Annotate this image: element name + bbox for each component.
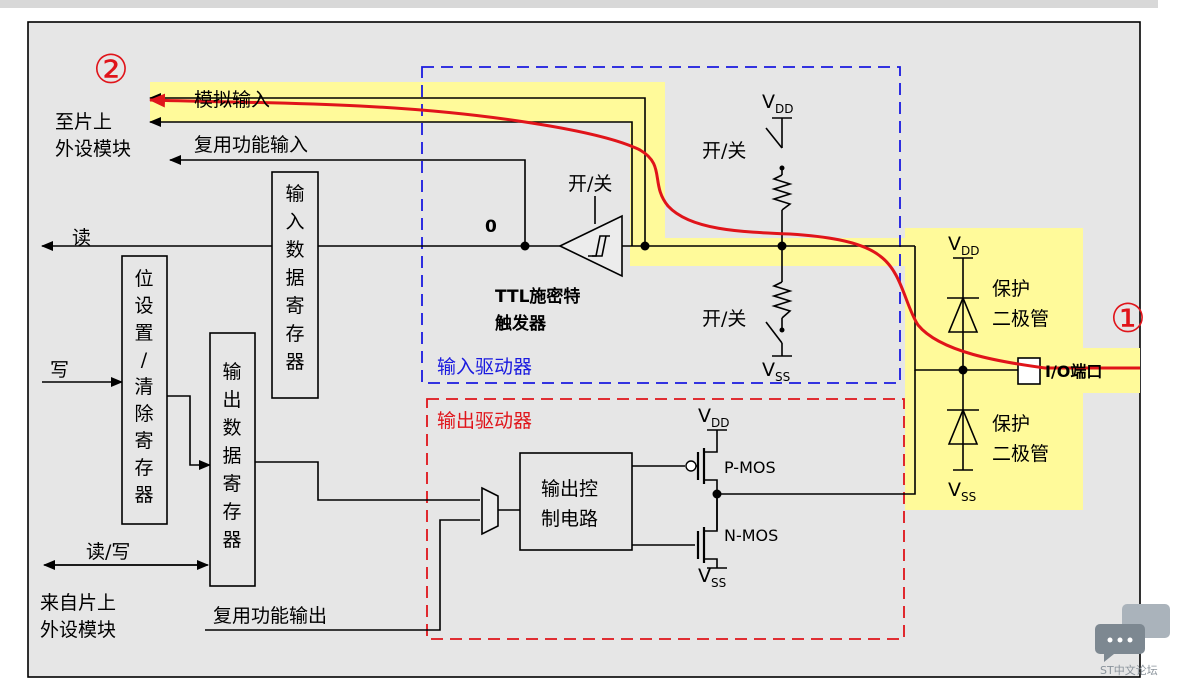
from-peripheral-label-line: 外设模块 bbox=[40, 619, 116, 641]
from-peripheral-label: 来自片上外设模块 bbox=[40, 592, 116, 641]
nmos-label: N-MOS bbox=[724, 526, 778, 545]
input-data-register-box bbox=[271, 171, 319, 399]
watermark-text: ST中文论坛 bbox=[1100, 663, 1158, 677]
bit-set-reset-register-label-char: 置 bbox=[134, 322, 153, 344]
input-data-register-label-char: 数 bbox=[285, 239, 304, 261]
output-control-box bbox=[519, 452, 633, 551]
output-control-label: 输出控制电路 bbox=[541, 478, 598, 530]
output-data-register-label-char: 存 bbox=[222, 501, 241, 523]
input-data-register-label-char: 输 bbox=[285, 183, 304, 205]
bit-set-reset-register-label-char: 寄 bbox=[134, 430, 153, 452]
protect-diode-top-label: 保护二极管 bbox=[992, 278, 1049, 330]
bit-set-reset-register-label-char: 存 bbox=[134, 457, 153, 479]
from-peripheral-label-line: 来自片上 bbox=[40, 592, 116, 614]
chat-bubble-icon bbox=[1095, 604, 1170, 662]
nmos-vss-label: VSS bbox=[698, 565, 726, 590]
to-peripheral-label: 至片上外设模块 bbox=[55, 111, 131, 160]
protect-diode-bottom-label-line: 保护 bbox=[992, 413, 1030, 435]
ttl-schmitt-label-line: TTL施密特 bbox=[495, 286, 580, 307]
pulldown-vss-label: VSS bbox=[762, 359, 790, 384]
output-data-register-label: 输出数据寄存器 bbox=[222, 361, 241, 551]
input-data-register-label: 输入数据寄存器 bbox=[285, 183, 304, 373]
ttl-schmitt-label-line: 触发器 bbox=[494, 313, 547, 334]
alt-func-output-label: 复用功能输出 bbox=[213, 605, 327, 627]
protect-diode-bottom-label-line: 二极管 bbox=[992, 443, 1049, 465]
bit-set-reset-register-label: 位设置 / 清除寄存器 bbox=[134, 268, 153, 506]
pullup-resistor bbox=[771, 174, 793, 211]
output-mux-icon bbox=[481, 486, 499, 536]
pulldown-resistor bbox=[771, 281, 793, 319]
analog-signal-path bbox=[149, 93, 1140, 370]
marker-input: ② bbox=[93, 47, 129, 93]
pullup-on-off-label: 开/关 bbox=[702, 140, 746, 162]
bit-set-reset-register-label-char: / bbox=[141, 349, 148, 371]
output-data-register-label-char: 器 bbox=[222, 529, 241, 551]
input-data-register-label-char: 存 bbox=[285, 323, 304, 345]
pullup-switch bbox=[765, 127, 785, 171]
input-data-register-label-char: 据 bbox=[285, 267, 304, 289]
write-label: 写 bbox=[50, 359, 69, 381]
pmos-gate-bubble bbox=[685, 460, 697, 472]
protect-diode-top-label-line: 保护 bbox=[992, 278, 1030, 300]
input-data-register-label-char: 器 bbox=[285, 351, 304, 373]
bit-set-reset-register-label-char: 除 bbox=[134, 403, 153, 425]
pulldown-on-off-label: 开/关 bbox=[702, 308, 746, 330]
bit-set-reset-register-label-char: 清 bbox=[134, 376, 153, 398]
ttl-schmitt-label: TTL施密特触发器 bbox=[494, 286, 580, 334]
bit-set-reset-register-box bbox=[121, 255, 168, 525]
analog-input-label: 模拟输入 bbox=[194, 89, 270, 111]
pullup-vdd-label: VDD bbox=[762, 91, 793, 116]
marker-output: ① bbox=[1110, 296, 1146, 342]
input-driver-label: 输入驱动器 bbox=[437, 356, 532, 378]
output-data-register-label-char: 输 bbox=[222, 361, 241, 383]
to-peripheral-label-line: 外设模块 bbox=[55, 138, 131, 160]
protection-diode-bottom-icon bbox=[947, 407, 979, 445]
io-port-label: I/O端口 bbox=[1045, 362, 1102, 381]
pmos-vdd-label: VDD bbox=[698, 405, 729, 430]
output-data-register-label-char: 寄 bbox=[222, 473, 241, 495]
output-control-label-line: 输出控 bbox=[541, 478, 598, 500]
bit-set-reset-register-label-char: 器 bbox=[134, 484, 153, 506]
output-data-register-box bbox=[209, 332, 256, 587]
io-port-pad bbox=[1017, 357, 1041, 385]
junction-dots bbox=[520, 241, 968, 499]
read-write-label: 读/写 bbox=[86, 541, 130, 563]
output-control-label-line: 制电路 bbox=[541, 508, 598, 530]
pulldown-switch bbox=[765, 321, 785, 344]
protect-diode-bottom-label: 保护二极管 bbox=[992, 413, 1049, 465]
protect-diode-top-label-line: 二极管 bbox=[992, 308, 1049, 330]
diode-vdd-label: VDD bbox=[948, 233, 979, 258]
protection-diode-top-icon bbox=[947, 295, 979, 333]
bit-set-reset-register-label-char: 位 bbox=[134, 268, 153, 290]
alt-func-input-label: 复用功能输入 bbox=[194, 134, 308, 156]
highlight-path bbox=[150, 82, 1140, 510]
input-data-register-label-char: 寄 bbox=[285, 295, 304, 317]
schmitt-trigger-icon bbox=[558, 196, 623, 278]
bit-set-reset-register-label-char: 设 bbox=[134, 295, 153, 317]
output-driver-box bbox=[426, 398, 905, 640]
schmitt-on-off-label: 开/关 bbox=[568, 173, 612, 195]
output-data-register-label-char: 据 bbox=[222, 445, 241, 467]
to-peripheral-label-line: 至片上 bbox=[55, 111, 112, 133]
input-data-register-label-char: 入 bbox=[285, 211, 304, 233]
output-driver-label: 输出驱动器 bbox=[437, 410, 532, 432]
circuit-wires bbox=[41, 93, 1018, 631]
pmos-label: P-MOS bbox=[724, 458, 776, 477]
zero-label: 0 bbox=[485, 217, 497, 237]
input-driver-box bbox=[421, 66, 901, 384]
output-data-register-label-char: 数 bbox=[222, 417, 241, 439]
output-data-register-label-char: 出 bbox=[222, 389, 241, 411]
read-label: 读 bbox=[72, 227, 91, 249]
diode-vss-label: VSS bbox=[948, 479, 976, 504]
